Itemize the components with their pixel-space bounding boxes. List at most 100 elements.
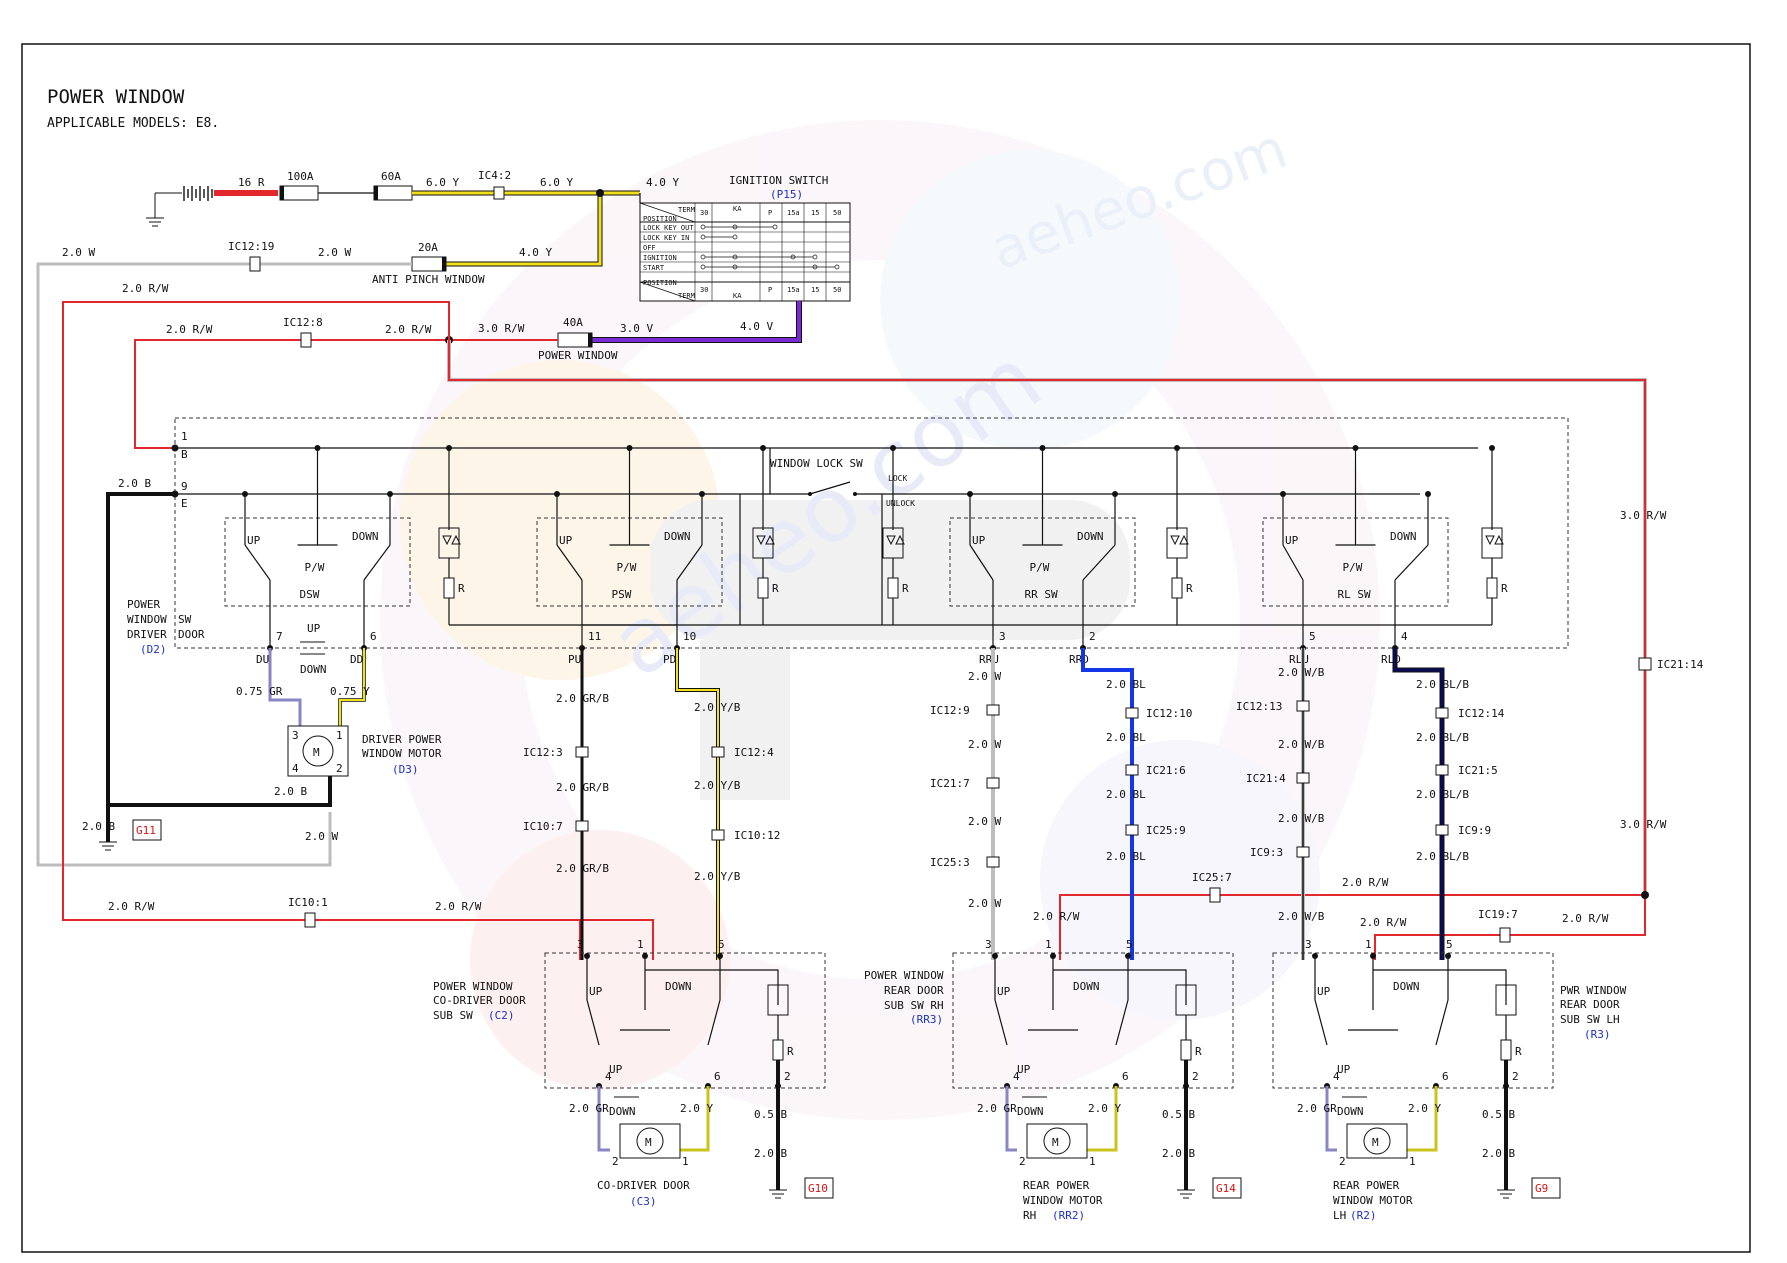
fuse-name: POWER WINDOW: [538, 349, 618, 362]
label: 2.0 GR: [977, 1102, 1017, 1115]
svg-text:3: 3: [292, 729, 299, 742]
fuse-label: 20A: [418, 241, 438, 254]
led-icon: [1481, 527, 1503, 559]
inline-connector: [575, 746, 589, 758]
fuse-40a: [557, 332, 593, 348]
label: R: [1501, 582, 1508, 595]
label: 2: [1089, 630, 1096, 643]
inline-connector: [1296, 772, 1310, 784]
connector-label: IC21:6: [1146, 764, 1186, 777]
label: PU: [568, 653, 581, 666]
svg-text:50: 50: [833, 286, 841, 294]
wire-label: 2.0 Y/B: [694, 701, 741, 714]
label: SUB SW: [433, 1009, 473, 1022]
window-lock-label: WINDOW LOCK SW: [770, 457, 863, 470]
resistor-icon: [1500, 1039, 1512, 1061]
wire-label: 3.0 R/W: [1620, 818, 1667, 831]
svg-text:P: P: [768, 209, 772, 217]
wire-label: 2.0 Y/B: [694, 870, 741, 883]
label: R: [902, 582, 909, 595]
label: DOWN: [664, 530, 691, 543]
motor-icon: [1043, 1127, 1071, 1155]
wire-label: 2.0 BL/B: [1416, 850, 1469, 863]
fuse-100a: [279, 185, 319, 201]
label: 2: [784, 1070, 791, 1083]
page-title: POWER WINDOW: [47, 86, 185, 108]
fuse-60a: [373, 185, 413, 201]
wire-label: 2.0 R/W: [1342, 876, 1389, 889]
label: DOWN: [1017, 1105, 1044, 1118]
label: P/W: [1343, 561, 1363, 574]
wire-label: 2.0 BL/B: [1416, 788, 1469, 801]
fuse-20a: [411, 256, 447, 272]
inline-connector: [1435, 824, 1449, 836]
label: 1: [1045, 938, 1052, 951]
resistor-icon: [757, 577, 769, 599]
label: 4: [1333, 1070, 1340, 1083]
svg-text:POSITION: POSITION: [643, 279, 677, 287]
wire-rld: [1393, 648, 1444, 960]
label: DOWN: [1393, 980, 1420, 993]
connector-label: IC12:10: [1146, 707, 1192, 720]
co-driver-motor-code: (C3): [630, 1195, 657, 1208]
svg-text:UP: UP: [307, 622, 321, 635]
resistor-icon: [887, 577, 899, 599]
svg-text:30: 30: [700, 286, 708, 294]
label: 4: [1401, 630, 1408, 643]
connector-label: IC12:14: [1458, 707, 1505, 720]
label: 1: [637, 938, 644, 951]
wire-label: 2.0 GR/B: [556, 781, 609, 794]
wire-label: 2.0 GR/B: [556, 862, 609, 875]
wire-label: 2.0 W/B: [1278, 812, 1325, 825]
label: RH: [1023, 1209, 1036, 1222]
svg-text:M: M: [313, 746, 320, 759]
wire-gray: [36, 262, 412, 867]
ground-icon: [99, 841, 117, 851]
label: 2.0 Y: [1088, 1102, 1121, 1115]
connector-ic25-7: [1209, 887, 1221, 903]
connector-label: IC12:9: [930, 704, 970, 717]
svg-text:15: 15: [811, 209, 819, 217]
label: 10: [683, 630, 696, 643]
connector-label: IC21:14: [1657, 658, 1704, 671]
label: 3: [999, 630, 1006, 643]
label: 2.0 Y: [1408, 1102, 1441, 1115]
wire-red-left: [62, 301, 581, 960]
label: UP: [1285, 534, 1299, 547]
connector-label: IC21:5: [1458, 764, 1498, 777]
ground-label: G10: [808, 1182, 828, 1195]
svg-text:P: P: [768, 286, 772, 294]
label: DD: [350, 653, 363, 666]
label: 2: [1512, 1070, 1519, 1083]
label: 0.5 B: [1482, 1108, 1515, 1121]
label: R: [772, 582, 779, 595]
label: 1: [1409, 1155, 1416, 1168]
svg-text:0.75 GR: 0.75 GR: [236, 685, 283, 698]
connector-label: IC10:12: [734, 829, 780, 842]
label: 7: [276, 630, 283, 643]
rear-rh-motor-code: (RR2): [1052, 1209, 1085, 1222]
wire-label: 3.0 R/W: [478, 322, 525, 335]
wire-violet: [590, 301, 801, 342]
label: CO-DRIVER DOOR: [433, 994, 526, 1007]
inline-connector: [986, 704, 1000, 716]
label: RLD: [1381, 653, 1401, 666]
connector-ic19-7: [1499, 927, 1511, 943]
svg-text:START: START: [643, 264, 665, 272]
wire-label: 2.0 B: [82, 820, 115, 833]
label: M: [645, 1136, 652, 1149]
connector-label: IC25:3: [930, 856, 970, 869]
inline-connector: [986, 856, 1000, 868]
label: M: [1052, 1136, 1059, 1149]
wire-label: 2.0 W: [968, 670, 1001, 683]
wire-label: 2.0 W: [968, 815, 1001, 828]
connector-label: IC19:7: [1478, 908, 1518, 921]
inline-connector: [1125, 824, 1139, 836]
window-lock-switch: [809, 481, 851, 495]
label: REAR DOOR: [884, 984, 944, 997]
svg-text:IGNITION: IGNITION: [643, 254, 677, 262]
label: POWER WINDOW: [433, 980, 513, 993]
label: UP: [1317, 985, 1331, 998]
label: R: [1195, 1045, 1202, 1058]
svg-text:2.0 B: 2.0 B: [274, 785, 307, 798]
